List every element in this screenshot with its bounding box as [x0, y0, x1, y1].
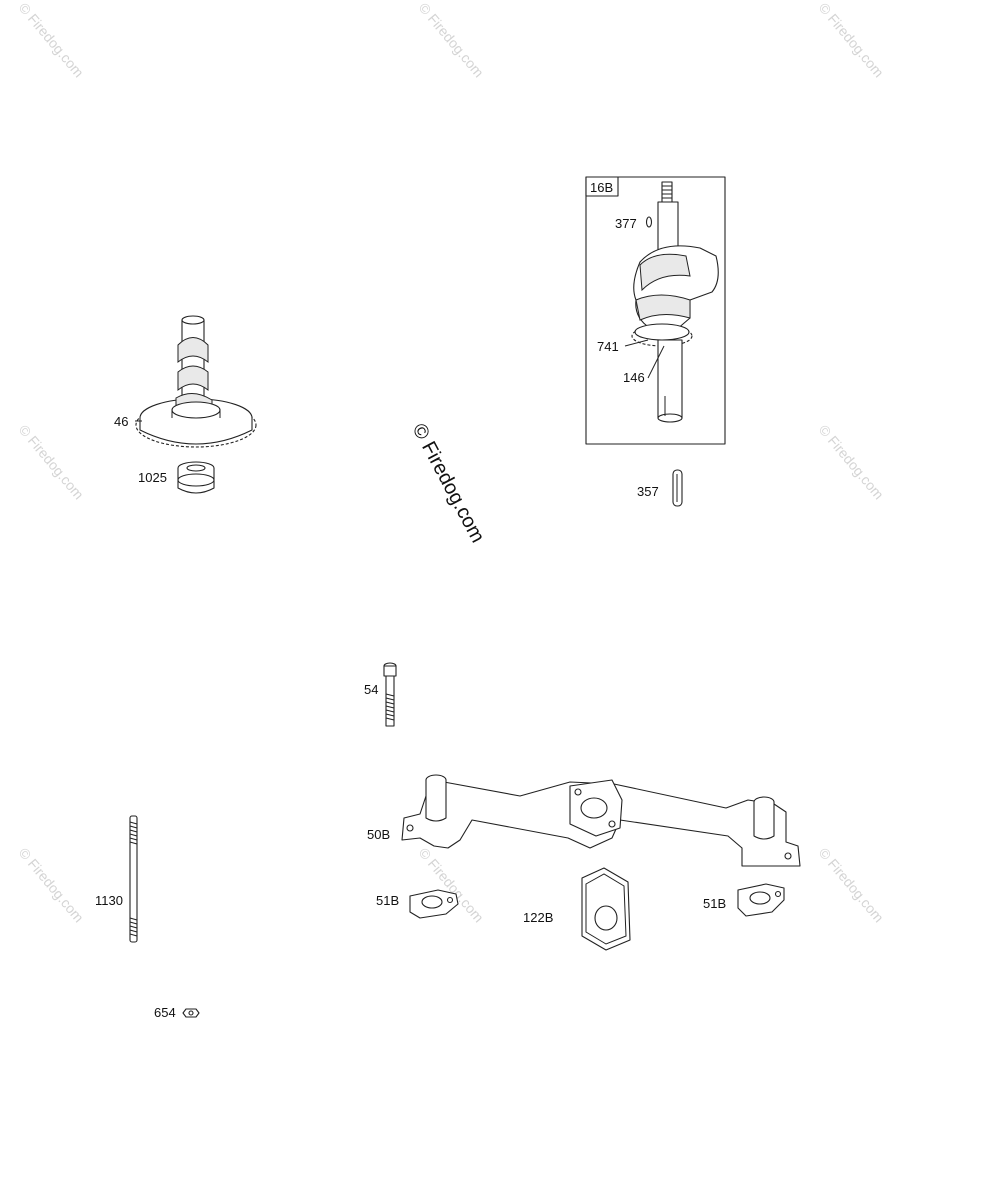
label-50B: 50B — [367, 827, 390, 842]
watermark-center: © Firedog.com — [408, 420, 489, 546]
label-46: 46 — [114, 414, 128, 429]
bolt-54[interactable] — [383, 662, 397, 727]
label-357: 357 — [637, 484, 659, 499]
label-146: 146 — [623, 370, 645, 385]
watermark-top-right: © Firedog.com — [816, 0, 887, 80]
label-122B: 122B — [523, 910, 553, 925]
watermark-mid-right: © Firedog.com — [816, 422, 887, 503]
watermark-top-left: © Firedog.com — [16, 0, 87, 80]
gasket-122B[interactable] — [581, 867, 631, 951]
label-377: 377 — [615, 216, 637, 231]
watermark-mid-left: © Firedog.com — [16, 422, 87, 503]
label-54: 54 — [364, 682, 378, 697]
label-654: 654 — [154, 1005, 176, 1020]
gasket-51B-left[interactable] — [409, 889, 459, 919]
label-16B: 16B — [590, 180, 613, 195]
nut-654[interactable] — [182, 1008, 200, 1018]
manifold-50B[interactable] — [401, 774, 801, 867]
spacer-1025[interactable] — [177, 461, 215, 494]
label-1025: 1025 — [138, 470, 167, 485]
watermark-low-left: © Firedog.com — [16, 845, 87, 926]
label-1130: 1130 — [95, 893, 123, 908]
camshaft-46[interactable] — [135, 315, 257, 448]
crankshaft-kit-tag — [585, 176, 619, 197]
crankshaft-16B[interactable] — [624, 181, 719, 423]
gasket-51B-right[interactable] — [737, 883, 785, 917]
label-741: 741 — [597, 339, 619, 354]
key-357[interactable] — [672, 469, 683, 507]
label-51B-left: 51B — [376, 893, 399, 908]
key-377[interactable] — [645, 216, 653, 228]
watermark-low-right: © Firedog.com — [816, 845, 887, 926]
stud-1130[interactable] — [129, 815, 138, 943]
label-51B-right: 51B — [703, 896, 726, 911]
watermark-top-center: © Firedog.com — [416, 0, 487, 80]
